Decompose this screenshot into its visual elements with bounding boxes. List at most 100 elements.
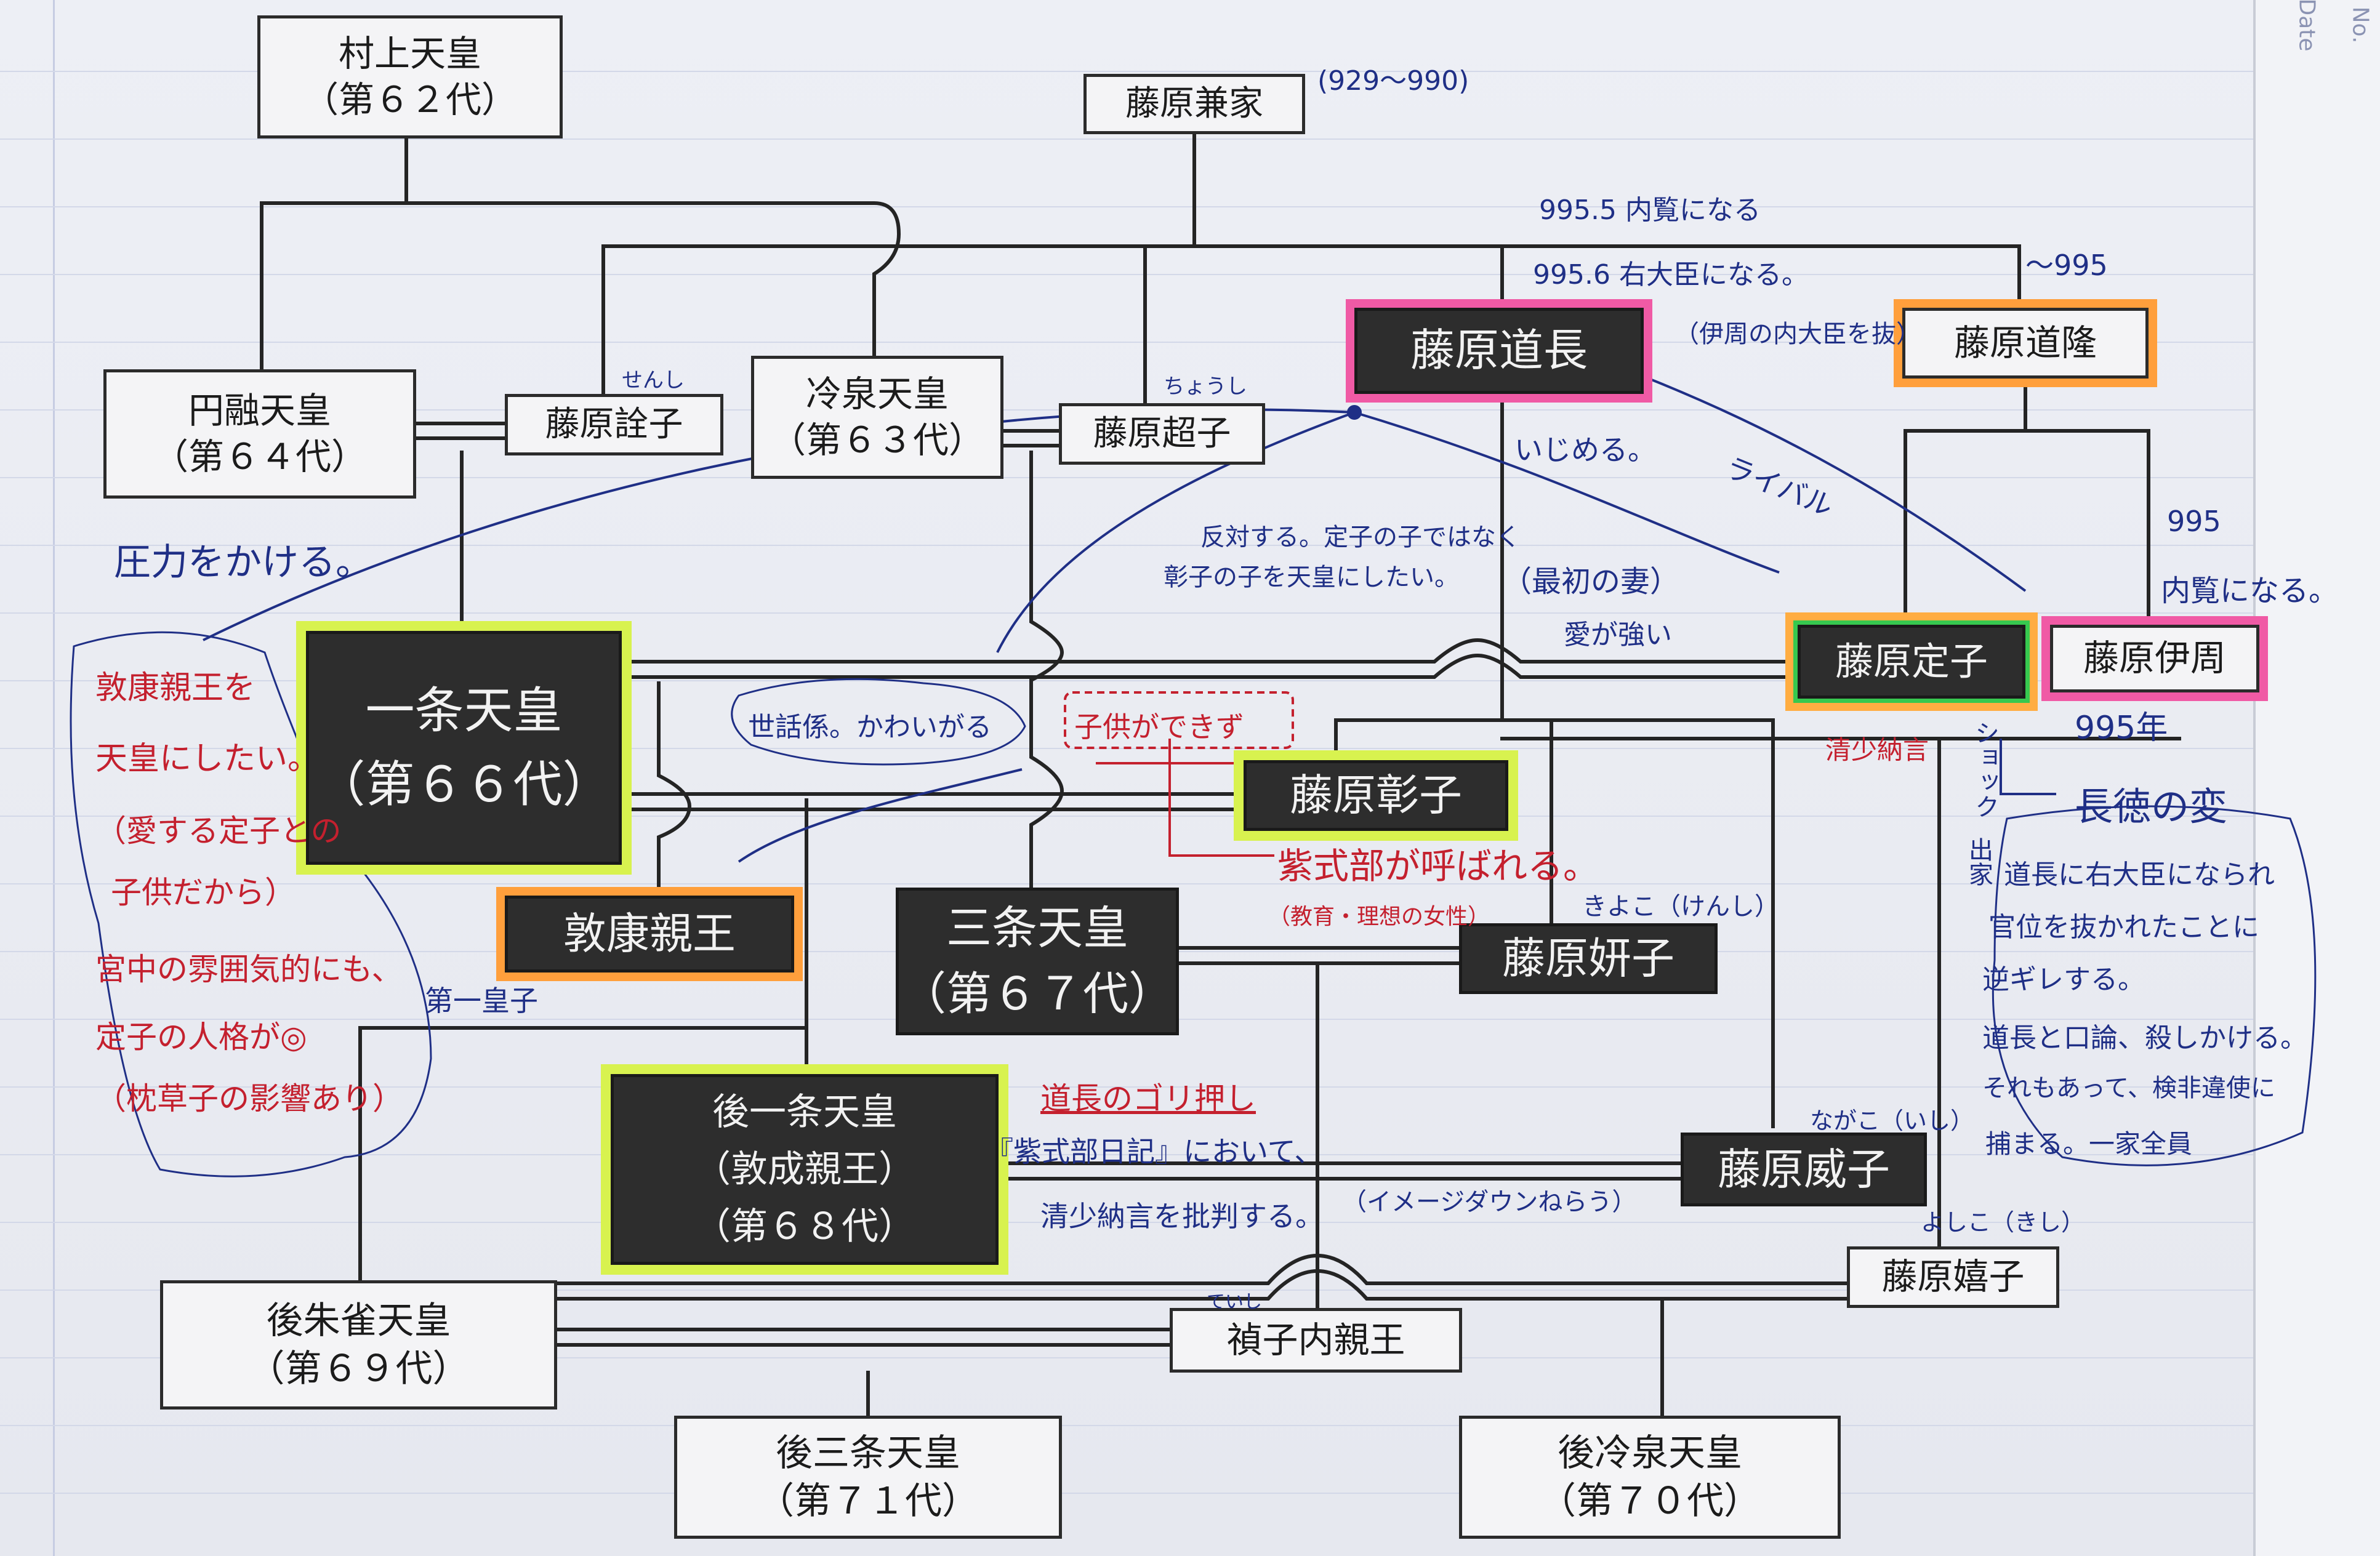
note-chotoku: 長徳の変 bbox=[2075, 784, 2228, 829]
note-oppose-1: 反対する。定子の子ではなく bbox=[1200, 523, 1521, 551]
note-ijimeru: いじめる。 bbox=[1514, 433, 1656, 467]
node-ishi: 藤原威子 bbox=[1681, 1133, 1927, 1206]
ruled-line bbox=[0, 274, 2380, 275]
note-image-down: （イメージダウンねらう） bbox=[1342, 1188, 1637, 1216]
line-gosuzaku-kishi bbox=[555, 1253, 1849, 1301]
ruled-line bbox=[0, 1154, 2380, 1155]
node-atsuyasu: 敦康親王 bbox=[505, 896, 794, 972]
ruled-line bbox=[0, 138, 2380, 140]
note-shock: ショック bbox=[1971, 720, 1999, 819]
node-goichijo: 後一条天皇 （敦成親王） （第６８代） bbox=[611, 1074, 999, 1265]
note-chotoku-3: 逆ギレする。 bbox=[1982, 964, 2145, 995]
line-to-teishi bbox=[1904, 377, 2027, 624]
red-box-hard-child bbox=[1064, 691, 1294, 749]
note-atsuyasu-2: 天皇にしたい。 bbox=[95, 740, 320, 777]
node-sanjo: 三条天皇 （第６７代） bbox=[896, 888, 1179, 1035]
note-strong-love: 愛が強い bbox=[1564, 619, 1672, 651]
ruled-line bbox=[0, 1222, 2380, 1223]
note-udaijin-995: 995.6 右大臣になる。 bbox=[1533, 259, 1809, 291]
line-enyu-senshi bbox=[414, 422, 507, 440]
note-naiken-995: 995.5 内覧になる bbox=[1539, 194, 1761, 226]
ruled-line bbox=[0, 71, 2380, 72]
note-korechika-rival: （伊周の内大臣を抜） bbox=[1674, 320, 1921, 348]
note-atsuyasu-5: 宮中の雰囲気的にも、 bbox=[95, 952, 403, 987]
node-gosuzaku: 後朱雀天皇 （第６９代） bbox=[160, 1280, 557, 1410]
note-nagako: ながこ（いし） bbox=[1810, 1107, 1974, 1134]
cloud-sewagakari bbox=[731, 678, 1026, 766]
note-korechika-995: 995 bbox=[2167, 505, 2221, 538]
node-teishi: 藤原定子 bbox=[1798, 625, 2025, 699]
node-michinaga: 藤原道長 bbox=[1354, 308, 1644, 394]
margin-line bbox=[53, 0, 55, 1556]
node-enyu: 円融天皇 （第６４代） bbox=[103, 369, 416, 499]
line-ichijo-teishi bbox=[620, 638, 1799, 679]
cloud-chotoku-note bbox=[1992, 805, 2317, 1166]
node-choshi: 藤原超子 bbox=[1059, 403, 1265, 465]
ruled-line bbox=[0, 1086, 2380, 1088]
ruled-line bbox=[0, 612, 2380, 614]
line-ichijo-shoshi bbox=[620, 792, 1245, 811]
note-senshi-reading: せんし bbox=[622, 368, 685, 393]
note-sewagakari: 世話係。かわいがる bbox=[748, 712, 992, 743]
node-reizei: 冷泉天皇 （第６３代） bbox=[751, 356, 1003, 479]
arrow-origin-dot bbox=[1347, 405, 1362, 420]
line-michinaga-bar bbox=[1334, 718, 1775, 1128]
note-atsuyasu-3: （愛する定子との bbox=[95, 813, 342, 849]
ruled-line bbox=[0, 816, 2380, 817]
arrow-sewagakari bbox=[738, 768, 1023, 863]
ruled-line bbox=[0, 1425, 2380, 1426]
ruled-line bbox=[0, 1493, 2380, 1494]
note-chotoku-2: 官位を抜かれたことに bbox=[1988, 912, 2259, 943]
node-michitaka: 藤原道隆 bbox=[1902, 308, 2149, 379]
note-yoshiko: よしこ（きし） bbox=[1921, 1209, 2085, 1236]
note-chotoku-4: 道長と口論、殺しかける。 bbox=[1982, 1022, 2307, 1054]
line-to-korechika bbox=[2024, 429, 2150, 627]
ruled-line bbox=[0, 680, 2380, 681]
ruled-line bbox=[0, 1019, 2380, 1020]
note-kiyoko: きよこ（けんし） bbox=[1582, 892, 1779, 921]
note-atsuyasu-7: （枕草子の影響あり） bbox=[95, 1081, 403, 1117]
arrow-chotoku bbox=[2000, 739, 2056, 795]
note-first-wife: （最初の妻） bbox=[1502, 564, 1680, 599]
note-gori: 道長のゴリ押し bbox=[1040, 1081, 1256, 1117]
node-kishi: 藤原嬉子 bbox=[1847, 1246, 2059, 1308]
arrow-oppose bbox=[996, 411, 1355, 653]
note-hard-child: 子供ができず bbox=[1074, 710, 1244, 744]
note-murasaki-diary: 『紫式部日記』において、 bbox=[985, 1135, 1323, 1168]
line-reizei-choshi bbox=[1000, 429, 1061, 447]
note-chotoku-1: 道長に右大臣になられ bbox=[2004, 859, 2275, 891]
arrow-bullying bbox=[1354, 411, 1780, 574]
note-education: （教育・理想の女性） bbox=[1268, 904, 1490, 929]
note-atsuyasu-6: 定子の人格が◎ bbox=[95, 1019, 307, 1055]
note-korechika-naiken: 内覧になる。 bbox=[2161, 574, 2339, 608]
ruled-line bbox=[0, 206, 2380, 207]
note-oppose-2: 彰子の子を天皇にしたい。 bbox=[1164, 563, 1459, 592]
note-chotoku-5: それもあって、検非違使に bbox=[1982, 1074, 2275, 1102]
note-teishi-reading: ていし bbox=[1207, 1291, 1262, 1313]
note-shukke: 出家 bbox=[1964, 837, 1993, 886]
node-kenshi: 藤原妍子 bbox=[1459, 923, 1718, 994]
node-shoshi: 藤原彰子 bbox=[1244, 760, 1508, 831]
note-murasaki: 紫式部が呼ばれる。 bbox=[1277, 845, 1599, 887]
next-page-edge: Date No. bbox=[2253, 0, 2380, 1556]
ruled-line bbox=[0, 951, 2380, 952]
node-murakami: 村上天皇 （第６２代） bbox=[257, 15, 563, 138]
node-ichijo: 一条天皇 （第６６代） bbox=[306, 631, 622, 865]
note-kaneie-years: (929〜990) bbox=[1317, 65, 1469, 97]
ruled-line bbox=[0, 545, 2380, 546]
note-first-prince: 第一皇子 bbox=[425, 984, 538, 1017]
note-atsuyasu-4: 子供だから） bbox=[111, 875, 295, 910]
node-kaneie: 藤原兼家 bbox=[1083, 74, 1305, 134]
ruled-line bbox=[0, 1289, 2380, 1291]
note-atsuyasu-1: 敦康親王を bbox=[95, 670, 256, 707]
line-kaneie-bar bbox=[601, 244, 2021, 322]
arrow-rival bbox=[1625, 368, 2027, 592]
line-to-sanjo bbox=[1029, 451, 1064, 889]
arrow-murasaki bbox=[1168, 739, 1274, 857]
note-sei-criticism: 清少納言を批判する。 bbox=[1040, 1200, 1324, 1233]
node-gosanjo: 後三条天皇 （第７１代） bbox=[674, 1416, 1062, 1539]
note-pressure: 圧力をかける。 bbox=[114, 541, 372, 584]
ruled-line bbox=[0, 477, 2380, 478]
ruled-line bbox=[0, 342, 2380, 343]
